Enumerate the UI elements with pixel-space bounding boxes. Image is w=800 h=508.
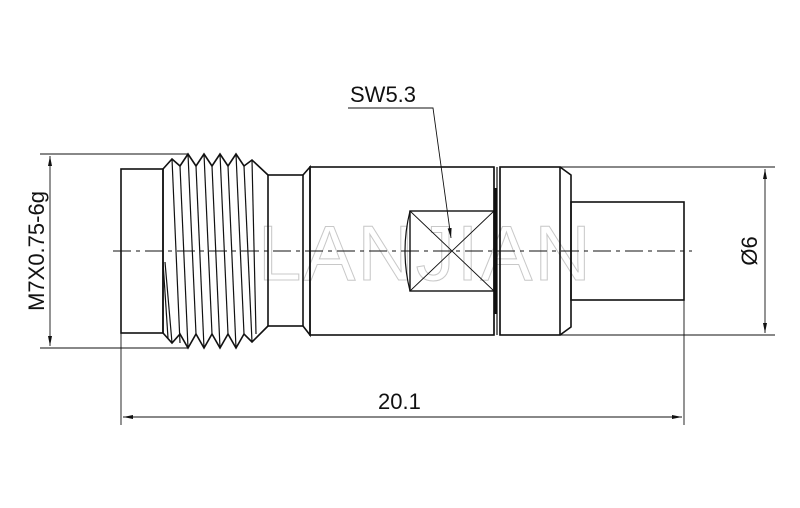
thread-label: M7X0.75-6g <box>24 191 49 311</box>
watermark: LANJIAN <box>258 209 593 297</box>
thread-section <box>162 152 269 350</box>
dimension-lines <box>40 107 775 425</box>
overall-length-label: 20.1 <box>378 389 421 414</box>
diameter-label: Ø6 <box>737 236 762 265</box>
wrench-size-label: SW5.3 <box>350 82 416 107</box>
